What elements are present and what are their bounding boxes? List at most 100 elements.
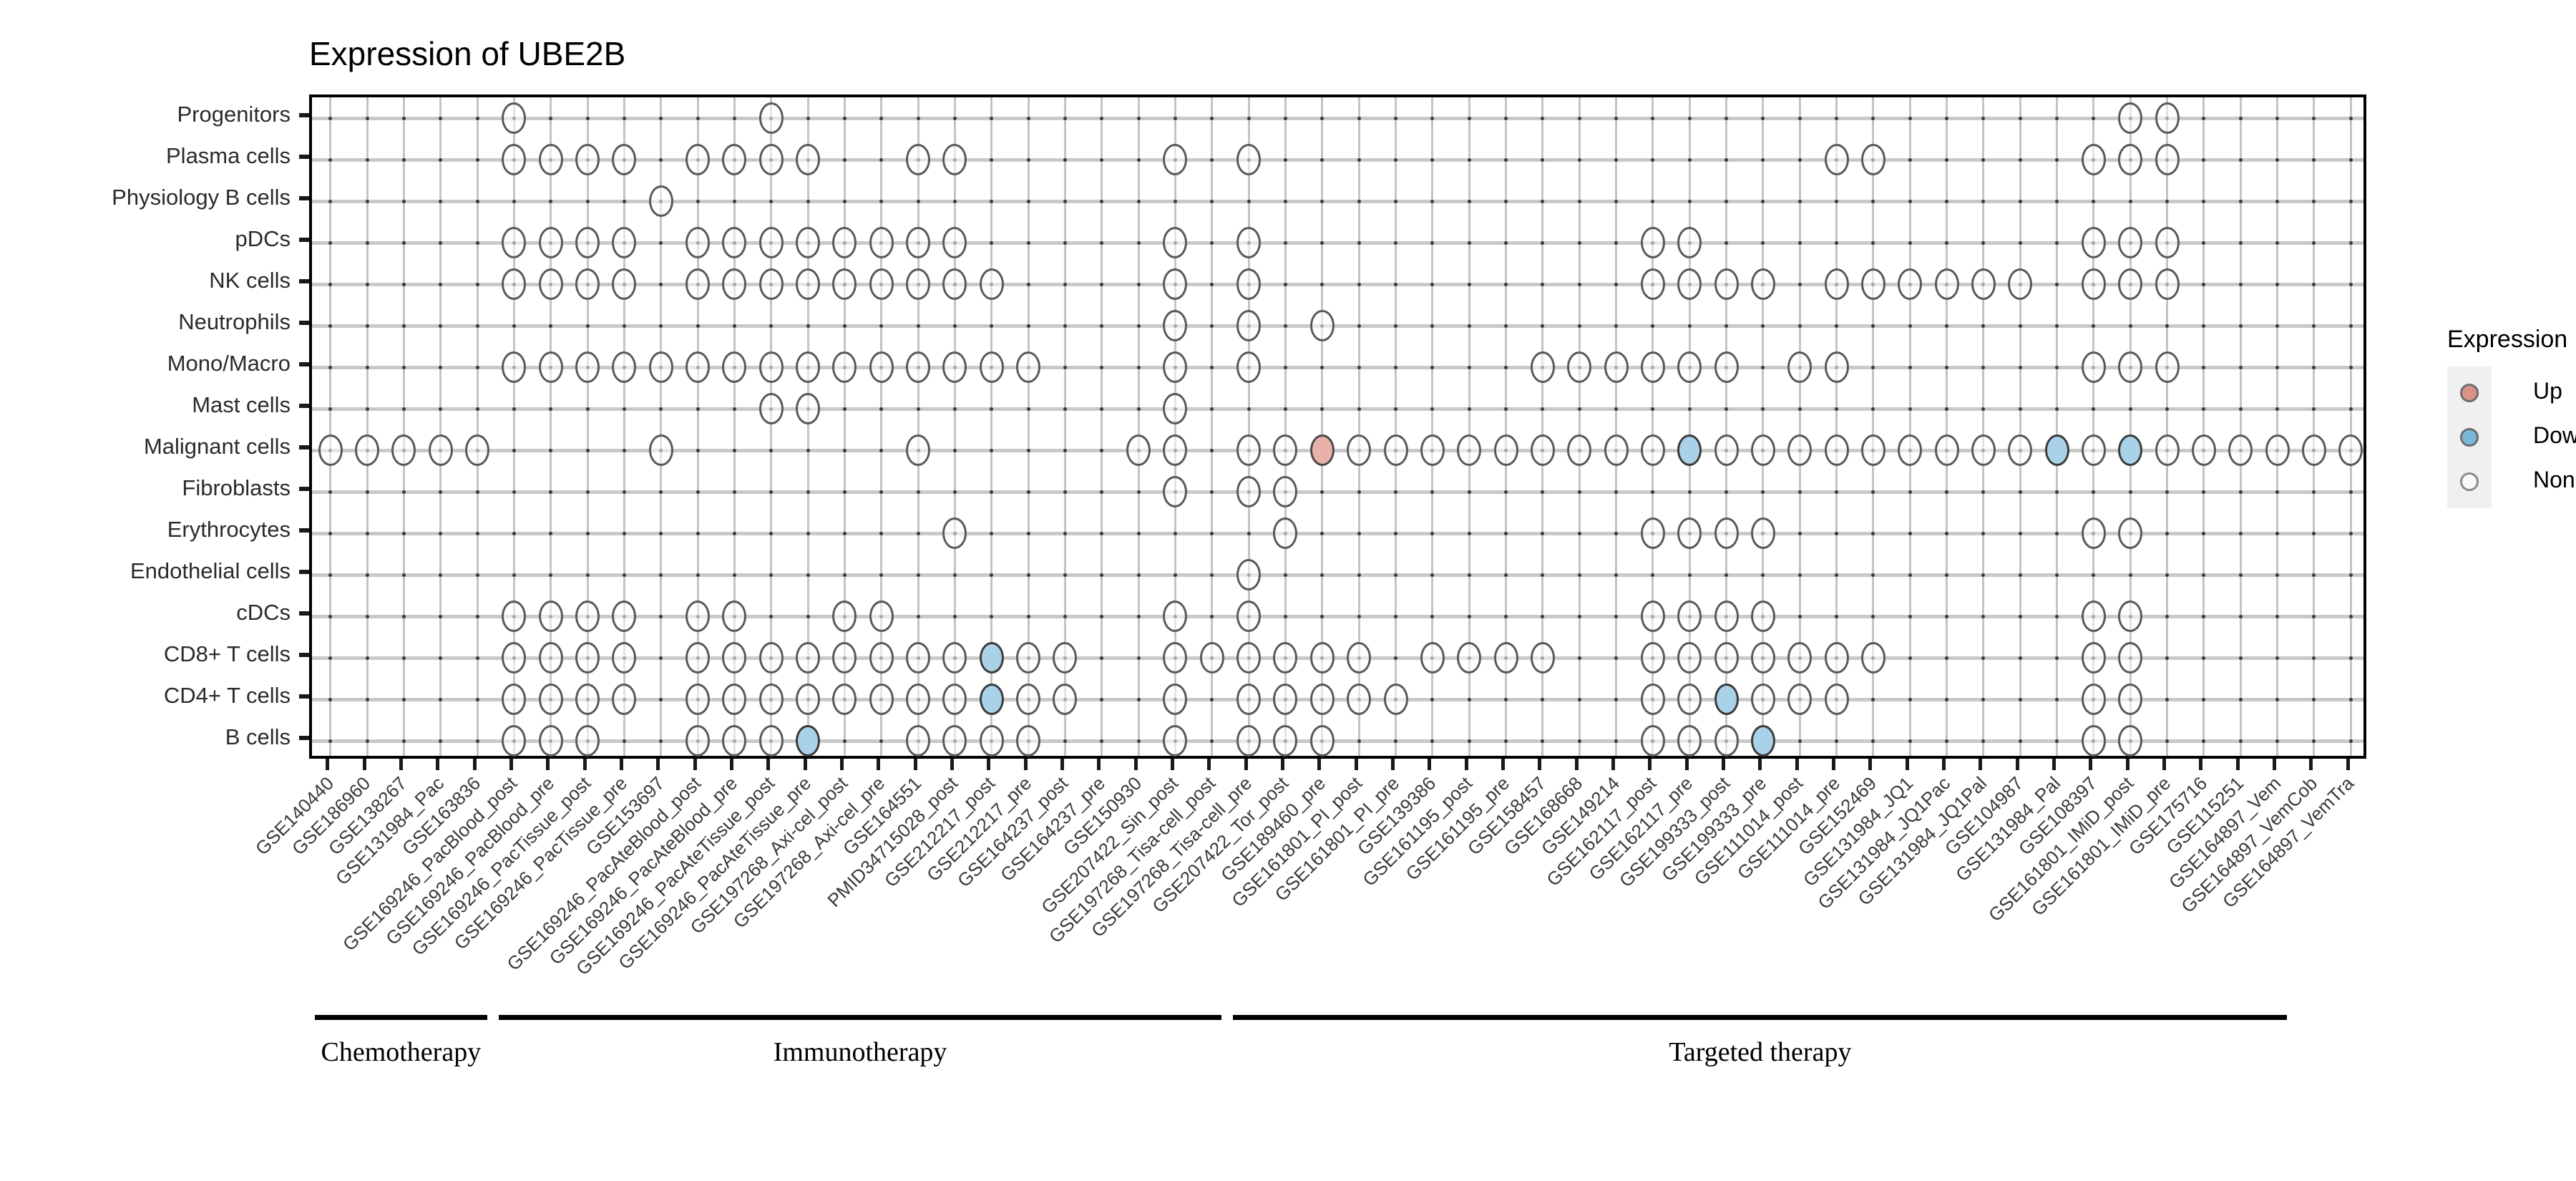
bubble-none <box>796 684 821 715</box>
grid-point <box>1246 199 1251 203</box>
grid-point <box>842 739 847 743</box>
grid-hline <box>312 199 2363 203</box>
grid-point <box>2275 490 2280 494</box>
grid-point <box>439 282 443 286</box>
legend-item-up[interactable] <box>2447 371 2492 415</box>
legend-item-none[interactable] <box>2447 460 2492 504</box>
bubble-none <box>758 684 784 715</box>
grid-point <box>365 324 369 328</box>
bubble-down <box>2044 434 2069 466</box>
bubble-none <box>538 642 563 674</box>
bubble-none <box>1016 642 1041 674</box>
grid-point <box>1467 531 1471 535</box>
grid-point <box>2128 199 2132 203</box>
grid-point <box>1210 407 1214 411</box>
grid-point <box>328 240 333 245</box>
grid-point <box>622 324 626 328</box>
x-axis-tick <box>1722 759 1726 770</box>
grid-vline <box>1541 97 1544 756</box>
grid-point <box>622 739 626 743</box>
grid-point <box>1320 614 1324 618</box>
bubble-none <box>1530 434 1555 466</box>
grid-point <box>1136 365 1141 369</box>
x-axis-tick <box>1832 759 1836 770</box>
bubble-none <box>2191 434 2216 466</box>
grid-point <box>2348 573 2353 577</box>
grid-point <box>2348 490 2353 494</box>
grid-point <box>842 490 847 494</box>
grid-point <box>990 531 994 535</box>
grid-point <box>401 365 406 369</box>
grid-point <box>2312 157 2316 162</box>
grid-point <box>916 614 920 618</box>
therapy-group-label: Targeted therapy <box>1669 1037 1852 1067</box>
grid-point <box>806 573 810 577</box>
grid-point <box>475 157 479 162</box>
grid-point <box>401 407 406 411</box>
grid-point <box>769 199 774 203</box>
bubble-none <box>1236 684 1262 715</box>
grid-point <box>806 448 810 452</box>
grid-vline <box>2202 97 2205 756</box>
grid-point <box>2348 739 2353 743</box>
bubble-none <box>538 601 563 632</box>
grid-point <box>2018 365 2022 369</box>
bubble-none <box>906 434 931 466</box>
grid-point <box>1100 324 1104 328</box>
grid-point <box>1981 157 1986 162</box>
grid-point <box>659 697 663 701</box>
bubble-none <box>722 684 747 715</box>
grid-point <box>990 573 994 577</box>
grid-point <box>2092 573 2096 577</box>
grid-point <box>1871 697 1875 701</box>
grid-point <box>1687 116 1692 120</box>
bubble-none <box>502 144 527 175</box>
grid-point <box>549 573 553 577</box>
grid-point <box>1614 407 1619 411</box>
bubble-none <box>2118 642 2143 674</box>
grid-point <box>365 199 369 203</box>
grid-point <box>2312 324 2316 328</box>
grid-point <box>990 407 994 411</box>
bubble-none <box>1824 144 1849 175</box>
legend-dot-down <box>2460 428 2479 447</box>
grid-point <box>2275 697 2280 701</box>
grid-point <box>439 116 443 120</box>
grid-point <box>365 240 369 245</box>
grid-hline <box>312 116 2363 120</box>
grid-point <box>2165 697 2170 701</box>
bubble-none <box>1163 434 1188 466</box>
bubble-none <box>2081 684 2106 715</box>
x-axis-tick <box>619 759 623 770</box>
bubble-none <box>612 144 637 175</box>
grid-point <box>806 614 810 618</box>
bubble-none <box>612 351 637 383</box>
grid-point <box>1467 324 1471 328</box>
grid-point <box>2348 407 2353 411</box>
x-axis-tick <box>2309 759 2313 770</box>
grid-point <box>1797 739 1802 743</box>
grid-point <box>1283 199 1287 203</box>
grid-point <box>1283 324 1287 328</box>
grid-point <box>1614 656 1619 660</box>
bubble-none <box>2155 434 2180 466</box>
grid-point <box>659 573 663 577</box>
grid-point <box>1394 407 1397 411</box>
grid-point <box>2275 407 2280 411</box>
legend-label-down: Down <box>2533 422 2576 448</box>
grid-point <box>1210 116 1214 120</box>
grid-point <box>2018 490 2022 494</box>
bubble-none <box>2081 642 2106 674</box>
bubble-none <box>1163 393 1188 424</box>
bubble-none <box>502 351 527 383</box>
x-axis-tick <box>2235 759 2240 770</box>
grid-point <box>1577 282 1581 286</box>
grid-point <box>1026 157 1030 162</box>
grid-point <box>659 407 663 411</box>
x-axis-tick <box>839 759 844 770</box>
grid-vline <box>366 97 369 756</box>
grid-point <box>549 199 553 203</box>
grid-point <box>1357 324 1361 328</box>
grid-point <box>1945 324 1949 328</box>
legend-item-down[interactable] <box>2447 415 2492 460</box>
